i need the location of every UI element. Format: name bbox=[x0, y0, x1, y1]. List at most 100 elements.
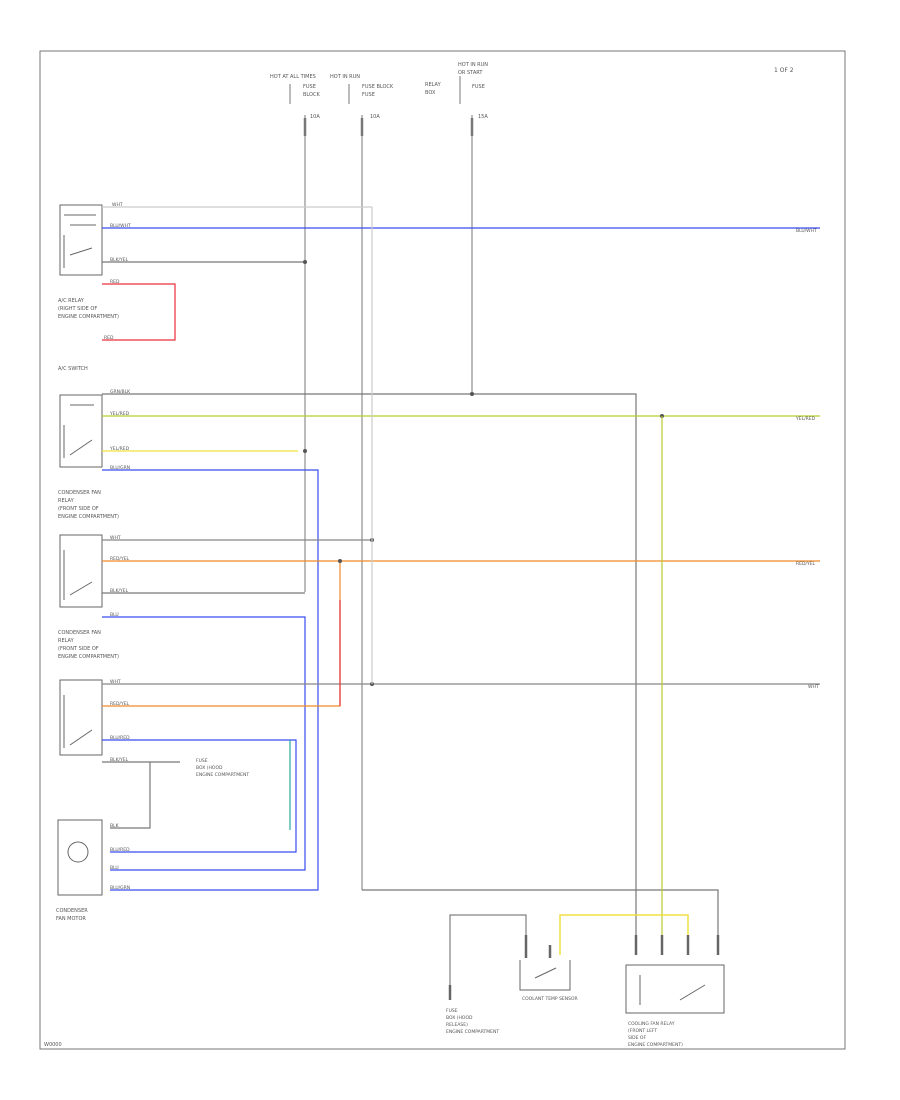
svg-text:ENGINE COMPARTMENT): ENGINE COMPARTMENT) bbox=[58, 514, 119, 520]
ac-relay-switch bbox=[59, 204, 103, 276]
svg-text:WHT: WHT bbox=[110, 679, 121, 685]
condenser-fan-motor bbox=[57, 819, 103, 896]
condenser-fan-relay-a bbox=[59, 534, 103, 608]
svg-text:BLK/YEL: BLK/YEL bbox=[110, 588, 129, 594]
svg-text:RELEASE): RELEASE) bbox=[446, 1022, 468, 1028]
svg-text:(FRONT SIDE OF: (FRONT SIDE OF bbox=[58, 506, 99, 512]
svg-text:BLK/YEL: BLK/YEL bbox=[110, 757, 129, 763]
condenser-fan-relay-b-wire-labels: WHT RED/YEL BLU/RED BLK/YEL bbox=[110, 679, 130, 763]
svg-text:RED/YEL: RED/YEL bbox=[110, 556, 130, 562]
ac-switch-wire-labels: GRN/BLK YEL/RED YEL/RED BLU/GRN bbox=[109, 389, 131, 471]
svg-text:WHT: WHT bbox=[110, 535, 121, 541]
ac-relay-wires bbox=[102, 206, 820, 341]
footer-code: W0000 bbox=[44, 1042, 62, 1048]
svg-text:BLU: BLU bbox=[110, 865, 119, 871]
condenser-fan-relay-a-caption: CONDENSER FAN RELAY (FRONT SIDE OF ENGIN… bbox=[58, 490, 119, 520]
coolant-temp-sensor bbox=[519, 935, 571, 991]
hot-in-run-label-2: FUSE bbox=[362, 92, 375, 98]
svg-text:BLU/GRN: BLU/GRN bbox=[110, 885, 130, 891]
svg-text:RED/YEL: RED/YEL bbox=[110, 701, 130, 707]
splice-dots bbox=[303, 260, 664, 686]
svg-text:A/C SWITCH: A/C SWITCH bbox=[58, 366, 88, 372]
svg-text:ENGINE COMPARTMENT): ENGINE COMPARTMENT) bbox=[58, 314, 119, 320]
condenser-fan-relay-a-wire-labels: WHT RED/YEL BLK/YEL BLU bbox=[110, 535, 130, 618]
hot-at-all-times-label-3: 10A bbox=[310, 114, 320, 120]
svg-text:RELAY: RELAY bbox=[58, 638, 75, 644]
ac-switch bbox=[59, 394, 103, 468]
svg-text:RELAY: RELAY bbox=[58, 498, 75, 504]
svg-text:BOX (HOOD: BOX (HOOD bbox=[446, 1015, 473, 1021]
hot-in-run-start-label-3: 15A bbox=[478, 114, 488, 120]
diagram-border bbox=[39, 50, 846, 1050]
condenser-fan-motor-caption: CONDENSER FAN MOTOR bbox=[56, 908, 88, 922]
svg-text:CONDENSER FAN: CONDENSER FAN bbox=[58, 630, 101, 636]
hot-at-all-times-label-0: HOT AT ALL TIMES bbox=[270, 74, 316, 80]
svg-text:ENGINE COMPARTMENT: ENGINE COMPARTMENT bbox=[446, 1029, 499, 1035]
coolant-temp-sensor-caption: COOLANT TEMP SENSOR bbox=[522, 996, 578, 1002]
svg-text:BOX (HOOD: BOX (HOOD bbox=[196, 765, 223, 771]
svg-text:RED: RED bbox=[104, 335, 114, 341]
svg-text:A/C RELAY: A/C RELAY bbox=[58, 298, 85, 304]
motor-wire-labels: BLK BLU/RED BLU BLU/GRN bbox=[110, 823, 130, 891]
cooling-fan-relay bbox=[625, 935, 725, 1014]
svg-text:FAN MOTOR: FAN MOTOR bbox=[56, 916, 86, 922]
svg-text:YEL/RED: YEL/RED bbox=[109, 446, 130, 452]
svg-text:(FRONT SIDE OF: (FRONT SIDE OF bbox=[58, 646, 99, 652]
ac-relay-wire-labels: WHT BLU/WHT BLK/YEL RED RED bbox=[104, 202, 131, 341]
condenser-fan-relay-a-wires bbox=[102, 539, 820, 871]
bottom-fuse-box bbox=[448, 914, 527, 1000]
hot-at-all-times-label-1: FUSE bbox=[303, 84, 316, 90]
svg-text:GRN/BLK: GRN/BLK bbox=[110, 389, 131, 395]
svg-text:BLU/WHT: BLU/WHT bbox=[110, 223, 131, 229]
hot-in-run-start-label-1: OR START bbox=[458, 70, 483, 76]
svg-text:ENGINE COMPARTMENT): ENGINE COMPARTMENT) bbox=[628, 1042, 683, 1048]
hot-in-run-start-label-0: HOT IN RUN bbox=[458, 62, 488, 68]
hot-in-run-label-1: FUSE BLOCK bbox=[362, 84, 394, 90]
ac-switch-wires bbox=[102, 393, 820, 935]
relay-box-label-1: BOX bbox=[425, 90, 436, 96]
page-ref: 1 OF 2 bbox=[774, 67, 794, 74]
condenser-fan-relay-b bbox=[59, 679, 103, 756]
svg-text:RED: RED bbox=[110, 279, 120, 285]
hot-in-run-label-3: 10A bbox=[370, 114, 380, 120]
svg-text:BLU: BLU bbox=[110, 612, 119, 618]
svg-text:FUSE: FUSE bbox=[196, 758, 208, 764]
svg-text:(RIGHT SIDE OF: (RIGHT SIDE OF bbox=[58, 306, 97, 312]
ac-relay-caption: A/C RELAY (RIGHT SIDE OF ENGINE COMPARTM… bbox=[58, 298, 119, 320]
sensor-yellow-wire bbox=[559, 914, 689, 955]
svg-text:BLK/YEL: BLK/YEL bbox=[110, 257, 129, 263]
svg-text:CONDENSER: CONDENSER bbox=[56, 908, 88, 914]
condenser-fan-relay-b-wires bbox=[102, 561, 820, 853]
svg-text:RED/YEL: RED/YEL bbox=[796, 561, 816, 567]
svg-text:WHT: WHT bbox=[112, 202, 123, 208]
svg-text:YEL/RED: YEL/RED bbox=[795, 416, 816, 422]
condenser-fan-relay-b-caption: CONDENSER FAN RELAY (FRONT SIDE OF ENGIN… bbox=[58, 630, 119, 660]
svg-text:COOLING FAN RELAY: COOLING FAN RELAY bbox=[628, 1021, 675, 1027]
svg-text:SIDE OF: SIDE OF bbox=[628, 1035, 646, 1041]
feed-lines bbox=[289, 76, 473, 890]
power-feed-labels: HOT AT ALL TIMES FUSE BLOCK 10A HOT IN R… bbox=[270, 62, 488, 120]
svg-text:ENGINE COMPARTMENT): ENGINE COMPARTMENT) bbox=[58, 654, 119, 660]
svg-text:BLU/RED: BLU/RED bbox=[110, 735, 130, 741]
relay-box-label-0: RELAY bbox=[425, 82, 442, 88]
hot-in-run-start-label-2: FUSE bbox=[472, 84, 485, 90]
right-drops bbox=[362, 207, 719, 935]
cooling-fan-relay-caption: COOLING FAN RELAY (FRONT LEFT SIDE OF EN… bbox=[628, 1021, 683, 1048]
svg-text:BLU/GRN: BLU/GRN bbox=[110, 465, 130, 471]
fuse-symbols bbox=[303, 118, 474, 136]
ac-switch-caption: A/C SWITCH bbox=[58, 366, 88, 372]
svg-text:FUSE: FUSE bbox=[446, 1008, 458, 1014]
svg-text:WHT: WHT bbox=[808, 684, 819, 690]
bottom-fuse-caption: FUSE BOX (HOOD RELEASE) ENGINE COMPARTME… bbox=[446, 1008, 499, 1035]
hot-in-run-label-0: HOT IN RUN bbox=[330, 74, 360, 80]
hot-at-all-times-label-2: BLOCK bbox=[303, 92, 320, 98]
svg-text:BLU/RED: BLU/RED bbox=[110, 847, 130, 853]
svg-text:BLU/WHT: BLU/WHT bbox=[796, 228, 817, 234]
svg-text:(FRONT LEFT: (FRONT LEFT bbox=[628, 1028, 657, 1034]
relay-b-ref-caption: FUSE BOX (HOOD ENGINE COMPARTMENT bbox=[196, 758, 249, 778]
svg-text:YEL/RED: YEL/RED bbox=[109, 411, 130, 417]
svg-text:BLK: BLK bbox=[110, 823, 120, 829]
right-labels: BLU/WHT YEL/RED RED/YEL WHT bbox=[795, 228, 819, 690]
svg-text:ENGINE COMPARTMENT: ENGINE COMPARTMENT bbox=[196, 772, 249, 778]
